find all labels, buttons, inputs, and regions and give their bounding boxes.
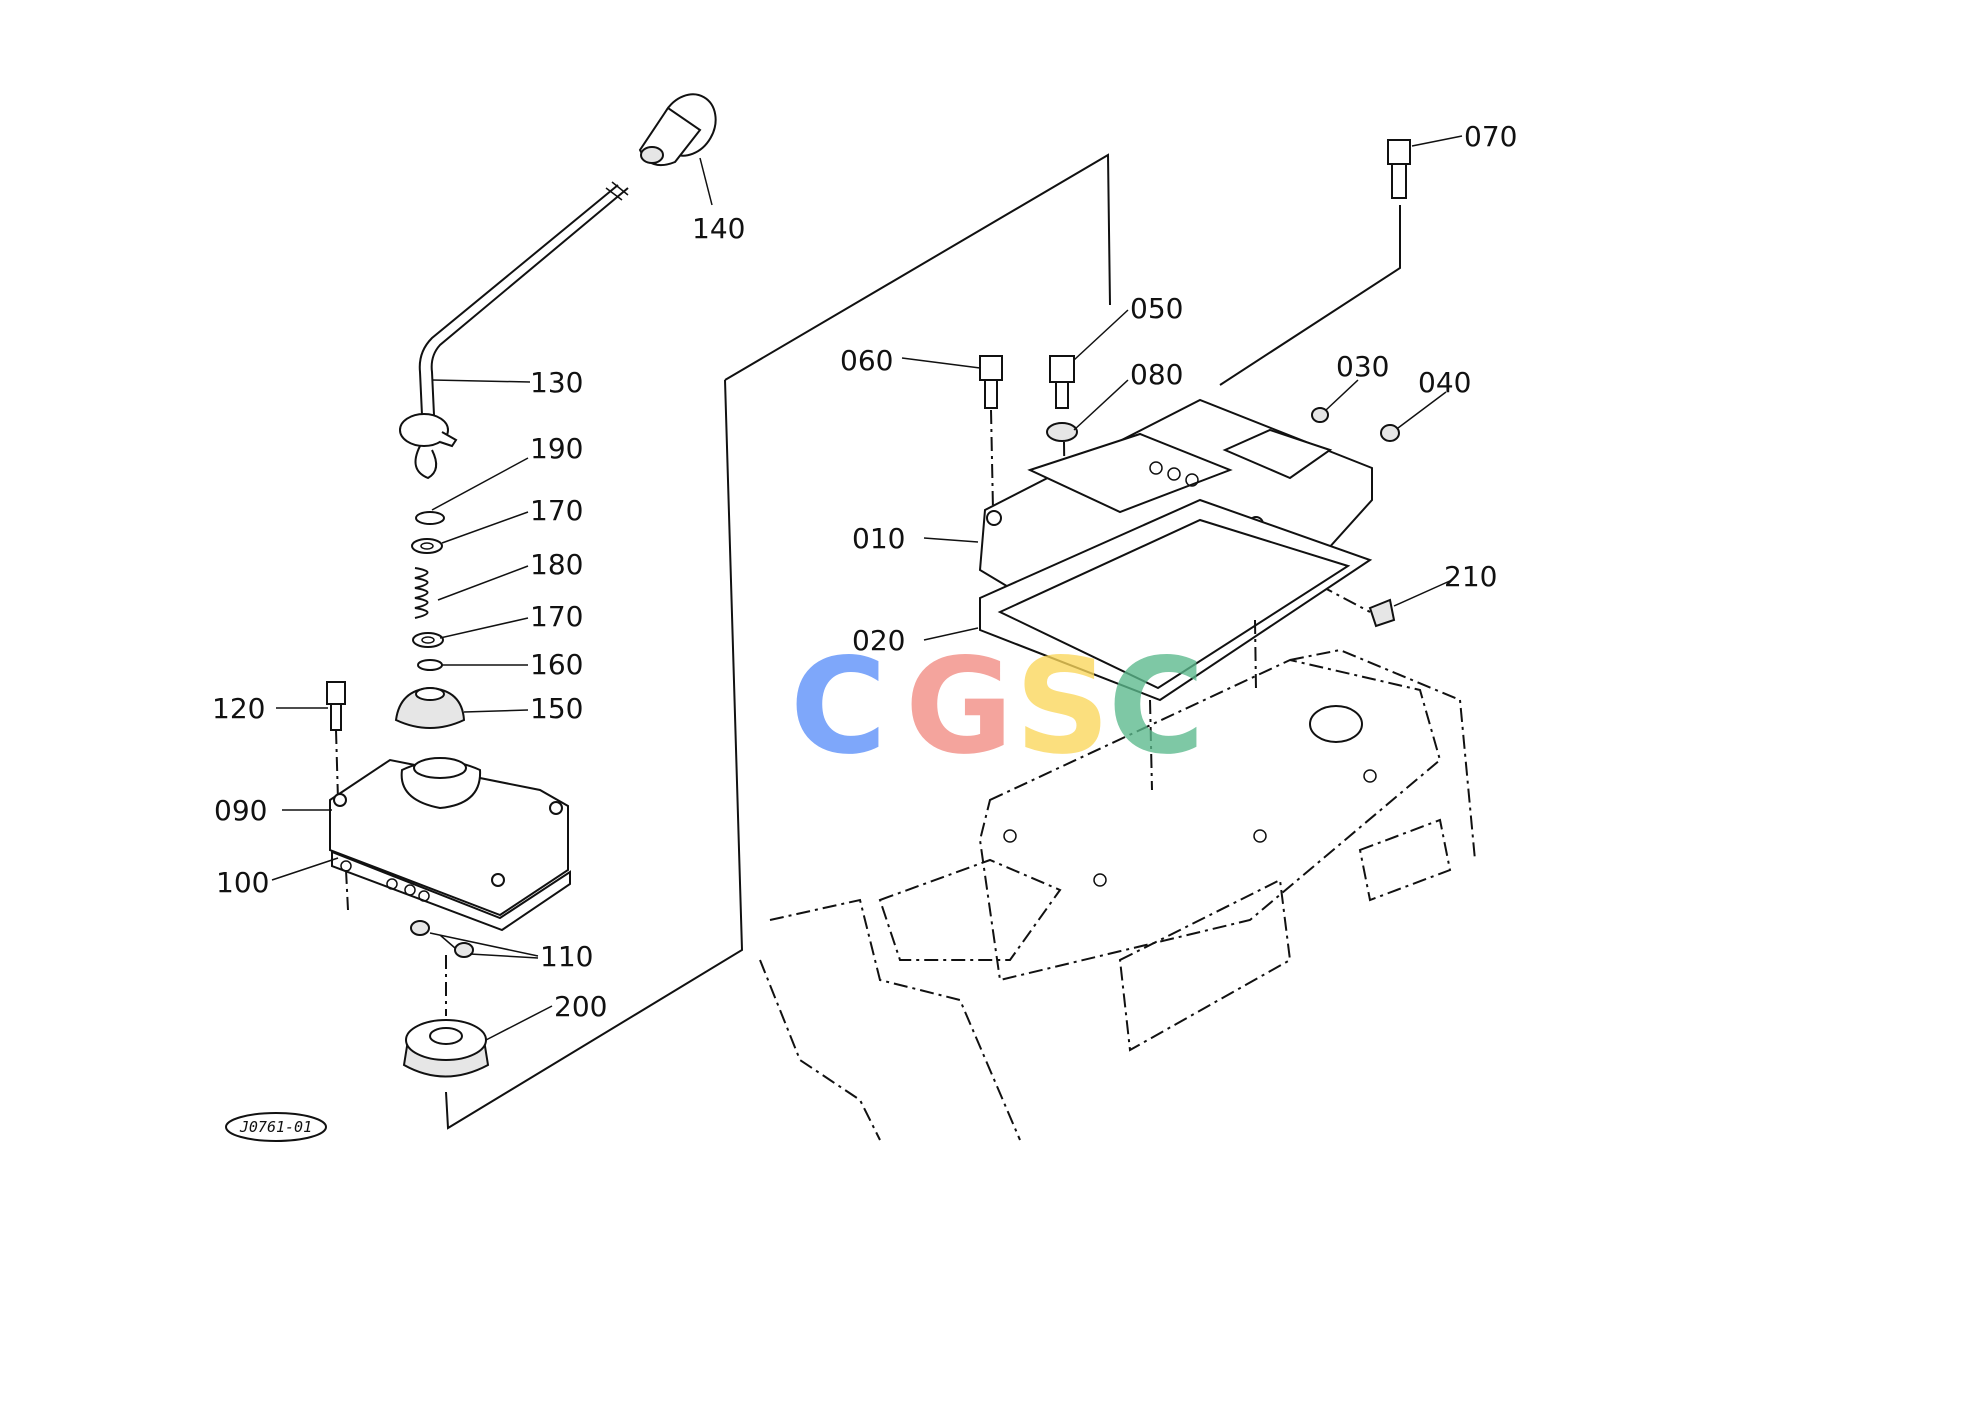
label-150: 150	[530, 692, 583, 725]
label-200: 200	[554, 990, 607, 1023]
shift-knob	[638, 93, 717, 166]
shift-lever-rod	[418, 181, 629, 416]
lever-ball	[399, 413, 458, 480]
frame-lines	[445, 153, 1401, 1130]
cover-200	[402, 955, 490, 1078]
label-170-lower: 170	[530, 600, 583, 633]
label-070: 070	[1464, 120, 1517, 153]
label-060: 060	[840, 344, 893, 377]
reference-code-badge: J0761-01	[225, 1112, 327, 1142]
label-130: 130	[530, 366, 583, 399]
watermark: C G S C	[790, 630, 1205, 784]
label-050: 050	[1130, 292, 1183, 325]
washer-170-upper	[411, 538, 443, 554]
watermark-letter-3: S	[1015, 630, 1110, 784]
bolt-070	[1387, 139, 1411, 199]
washer-170-lower	[412, 632, 444, 648]
gasket-100	[331, 850, 571, 932]
part-labels: 140 130 190 170 180 170 160 150 120 090 …	[212, 120, 1517, 1023]
transmission-case	[759, 648, 1476, 1141]
watermark-letter-1: C	[790, 630, 887, 784]
label-030: 030	[1336, 350, 1389, 383]
plug-040	[1380, 424, 1400, 442]
label-180: 180	[530, 548, 583, 581]
lever-case-090	[329, 757, 569, 917]
label-140: 140	[692, 212, 745, 245]
gasket-020	[979, 498, 1373, 791]
label-190: 190	[530, 432, 583, 465]
label-100: 100	[216, 866, 269, 899]
boot-150	[394, 686, 466, 729]
label-210: 210	[1444, 560, 1497, 593]
label-020: 020	[852, 624, 905, 657]
label-120: 120	[212, 692, 265, 725]
label-170-upper: 170	[530, 494, 583, 527]
label-010: 010	[852, 522, 905, 555]
spring-180	[414, 567, 429, 619]
o-ring-160	[417, 659, 443, 671]
watermark-letter-2: G	[905, 630, 1013, 784]
bolt-060	[979, 355, 1003, 511]
bolt-120	[326, 681, 346, 801]
bolt-050	[1049, 355, 1075, 409]
label-090: 090	[214, 794, 267, 827]
label-160: 160	[530, 648, 583, 681]
snap-ring-190	[415, 511, 445, 525]
label-080: 080	[1130, 358, 1183, 391]
label-110: 110	[540, 940, 593, 973]
watermark-letter-4: C	[1108, 630, 1205, 784]
plugs-110	[410, 920, 474, 958]
plug-030	[1311, 407, 1329, 423]
label-040: 040	[1418, 366, 1471, 399]
reference-code: J0761-01	[239, 1118, 312, 1136]
leader-lines	[271, 135, 1463, 1041]
